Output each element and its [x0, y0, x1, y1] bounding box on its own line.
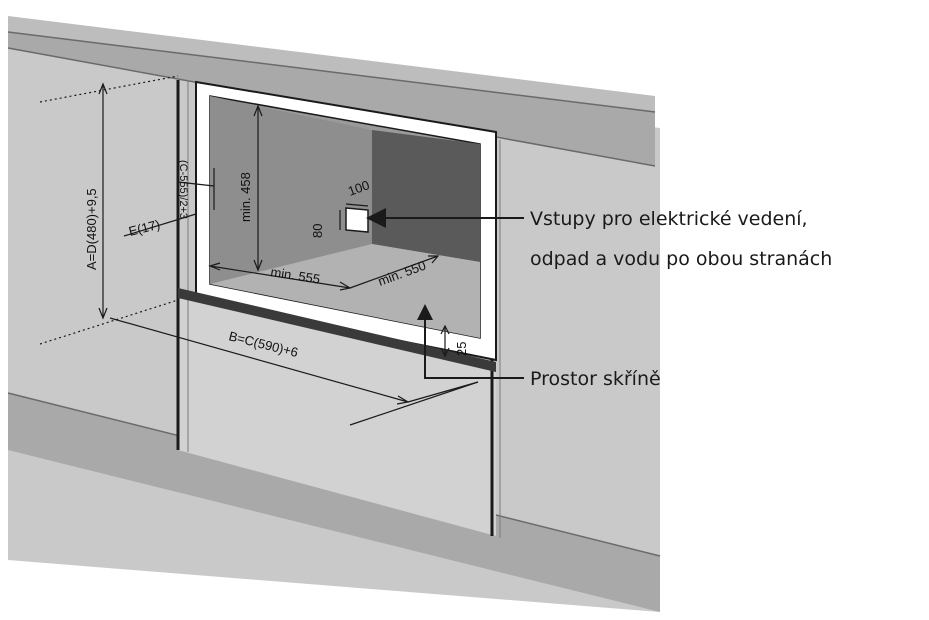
callout-pointers — [372, 217, 524, 379]
cabinet-ledge — [178, 288, 496, 372]
gap-arrow-bottom — [440, 347, 450, 358]
e-extension-line — [123, 213, 197, 237]
width-b-extension-lower — [349, 381, 479, 426]
niche-left-wall — [210, 96, 372, 284]
cabinet-space-panel — [178, 296, 496, 536]
min-height-arrow-top — [253, 104, 263, 117]
connection-cutout — [345, 207, 369, 233]
height-a-extension-top — [39, 75, 179, 103]
gap-arrow-top — [440, 324, 450, 335]
niche-floor — [210, 244, 480, 338]
label-min-height: min. 458 — [238, 172, 253, 222]
height-a-extension-bottom — [39, 299, 179, 345]
min-depth-arrow — [428, 255, 440, 264]
offset-dimension-line — [177, 181, 215, 187]
cabinet-leader-line — [424, 318, 524, 379]
inlets-arrowhead — [366, 208, 386, 228]
min-height-arrow-bottom — [253, 259, 263, 272]
callout-inlets-line2: odpad a vodu po obou stranách — [530, 248, 832, 270]
hole-width-dimension-line — [345, 203, 369, 207]
width-b-dimension-line — [109, 317, 409, 403]
label-hole-height: 80 — [310, 224, 325, 238]
min-depth-dimension-line — [349, 255, 439, 289]
countertop-top-edge — [8, 16, 655, 112]
niche-back-wall — [372, 130, 480, 262]
cabinet-arrowhead — [417, 304, 433, 320]
min-width-arrow-left — [208, 262, 221, 271]
callout-cabinet-space: Prostor skříně — [530, 368, 661, 390]
label-hole-width: 100 — [346, 177, 372, 199]
label-offset: (C-555)/2+3 — [177, 160, 189, 219]
callout-inlets-line1: Vstupy pro elektrické vedení, — [530, 208, 808, 230]
dimension-lines — [39, 75, 479, 426]
height-a-arrow-bottom — [98, 307, 108, 320]
plinth — [8, 393, 660, 612]
label-e: E(17) — [127, 217, 161, 239]
label-a: A=D(480)+9,5 — [84, 188, 99, 270]
label-gap: 25 — [454, 342, 469, 356]
min-width-dimension-line — [209, 265, 351, 289]
countertop-edge — [7, 31, 656, 113]
